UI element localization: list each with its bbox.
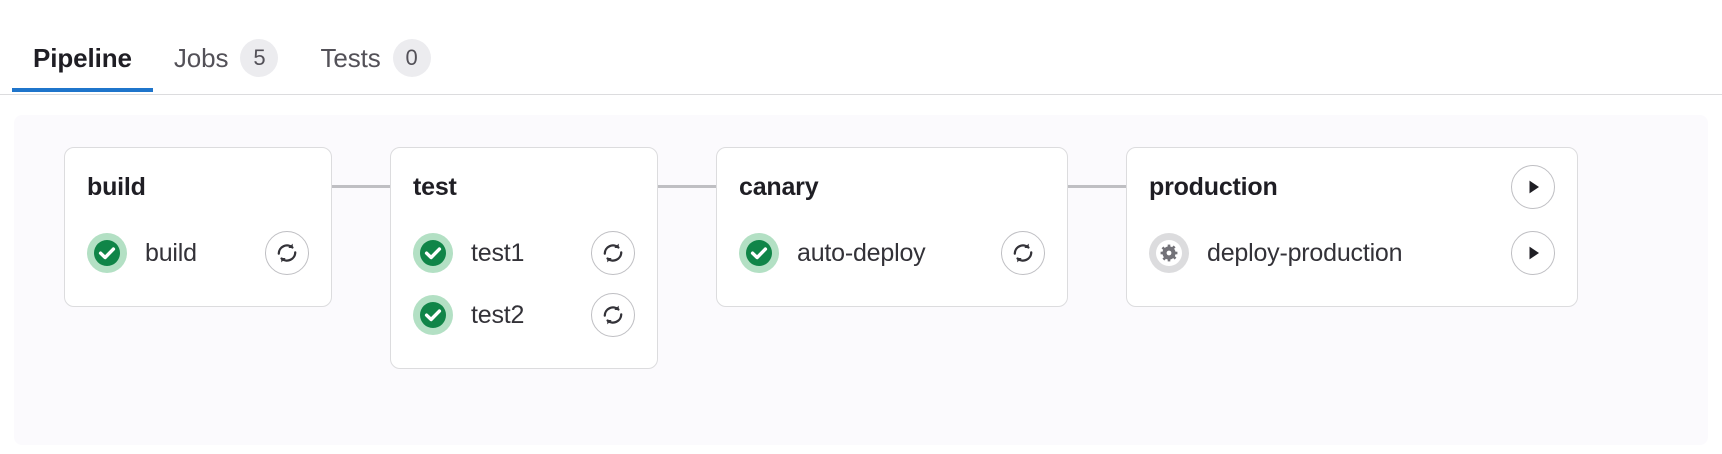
job-row-deploy-production[interactable]: deploy-production <box>1149 222 1555 284</box>
stage-wrap-build: build build <box>64 147 390 307</box>
play-icon[interactable] <box>1511 231 1555 275</box>
pipeline-graph-panel: build build <box>14 115 1708 445</box>
stage-wrap-canary: canary auto-deploy <box>716 147 1126 307</box>
stage-card-production: production <box>1126 147 1578 307</box>
retry-icon[interactable] <box>591 231 635 275</box>
job-name-auto-deploy: auto-deploy <box>797 238 926 267</box>
stage-card-test: test test1 <box>390 147 658 369</box>
tab-jobs-badge: 5 <box>240 39 279 77</box>
stage-connector-test-canary <box>658 147 716 191</box>
check-circle-icon <box>413 295 453 335</box>
check-circle-icon <box>87 233 127 273</box>
stage-title-production: production <box>1149 172 1278 201</box>
job-name-test1: test1 <box>471 238 525 267</box>
tab-jobs[interactable]: Jobs 5 <box>153 0 300 92</box>
tab-tests-label: Tests <box>320 43 381 73</box>
stage-header-production: production <box>1149 165 1555 209</box>
job-row-test2[interactable]: test2 <box>413 284 635 346</box>
pipeline-graph: build build <box>14 147 1708 369</box>
stage-wrap-test: test test1 <box>390 147 716 369</box>
retry-icon[interactable] <box>591 293 635 337</box>
job-left-build: build <box>87 233 197 273</box>
retry-icon[interactable] <box>1001 231 1045 275</box>
tab-tests[interactable]: Tests 0 <box>299 0 451 92</box>
check-circle-icon <box>739 233 779 273</box>
retry-icon[interactable] <box>265 231 309 275</box>
job-name-build: build <box>145 238 197 267</box>
job-row-test1[interactable]: test1 <box>413 222 635 284</box>
stage-title-build: build <box>87 172 146 201</box>
stage-card-build: build build <box>64 147 332 307</box>
stage-card-canary: canary auto-deploy <box>716 147 1068 307</box>
stage-header-canary: canary <box>739 166 1045 208</box>
pipeline-tabs: Pipeline Jobs 5 Tests 0 <box>0 0 1722 95</box>
stage-connector-build-test <box>332 147 390 191</box>
job-row-auto-deploy[interactable]: auto-deploy <box>739 222 1045 284</box>
stage-title-canary: canary <box>739 172 819 201</box>
stage-wrap-production: production <box>1126 147 1578 307</box>
tab-pipeline[interactable]: Pipeline <box>12 0 153 92</box>
job-left-test2: test2 <box>413 295 524 335</box>
play-icon[interactable] <box>1511 165 1555 209</box>
job-row-build[interactable]: build <box>87 222 309 284</box>
stage-header-test: test <box>413 166 635 208</box>
job-left-auto-deploy: auto-deploy <box>739 233 926 273</box>
job-name-test2: test2 <box>471 300 525 329</box>
check-circle-icon <box>413 233 453 273</box>
stage-header-build: build <box>87 166 309 208</box>
tab-jobs-label: Jobs <box>173 43 229 73</box>
job-left-deploy-production: deploy-production <box>1149 233 1403 273</box>
tab-pipeline-label: Pipeline <box>33 43 132 73</box>
gear-circle-icon <box>1149 233 1189 273</box>
tab-tests-badge: 0 <box>392 39 431 77</box>
job-left-test1: test1 <box>413 233 524 273</box>
stage-connector-canary-production <box>1068 147 1126 191</box>
job-name-deploy-production: deploy-production <box>1207 238 1403 267</box>
stage-title-test: test <box>413 172 457 201</box>
